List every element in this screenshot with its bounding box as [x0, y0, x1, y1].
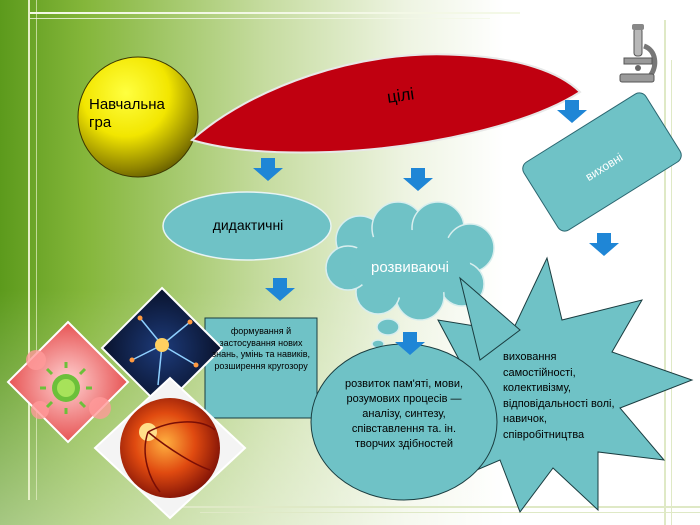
microscope-icon	[619, 24, 658, 83]
goals-label: цілі	[385, 84, 416, 107]
frame-line-left	[28, 0, 30, 500]
frame-line-top-2	[30, 18, 490, 19]
frame-line-left-2	[36, 0, 37, 500]
educational-shape	[522, 92, 682, 232]
arrow-down-icon	[589, 233, 619, 256]
didactic-desc-box	[204, 317, 318, 419]
didactic-desc: формування й застосування нових знань, у…	[211, 326, 311, 371]
didactic-label: дидактичні	[212, 217, 284, 233]
frame-line-right-2	[671, 60, 672, 525]
educational-desc: виховання самостійності, колективізму, в…	[503, 351, 615, 441]
frame-line-bottom-2	[200, 512, 700, 513]
goals-shape	[190, 53, 582, 154]
frame-line-right	[664, 20, 666, 525]
didactic-shape	[162, 191, 332, 261]
developing-cloud	[325, 201, 495, 349]
arrow-down-icon	[253, 158, 283, 181]
title-circle	[77, 56, 199, 178]
title-circle-label: Навчальна гра	[89, 96, 165, 131]
developing-desc: розвиток пам'яті, мови, розумових процес…	[344, 378, 464, 450]
arrow-down-icon	[403, 168, 433, 191]
arrow-down-icon	[265, 278, 295, 301]
developing-pointer	[459, 276, 521, 361]
virus-image	[6, 320, 130, 444]
frame-line-bottom	[180, 506, 700, 508]
retina-image	[93, 376, 247, 520]
frame-line-top	[30, 12, 520, 14]
developing-label: розвиваючі	[371, 259, 449, 276]
